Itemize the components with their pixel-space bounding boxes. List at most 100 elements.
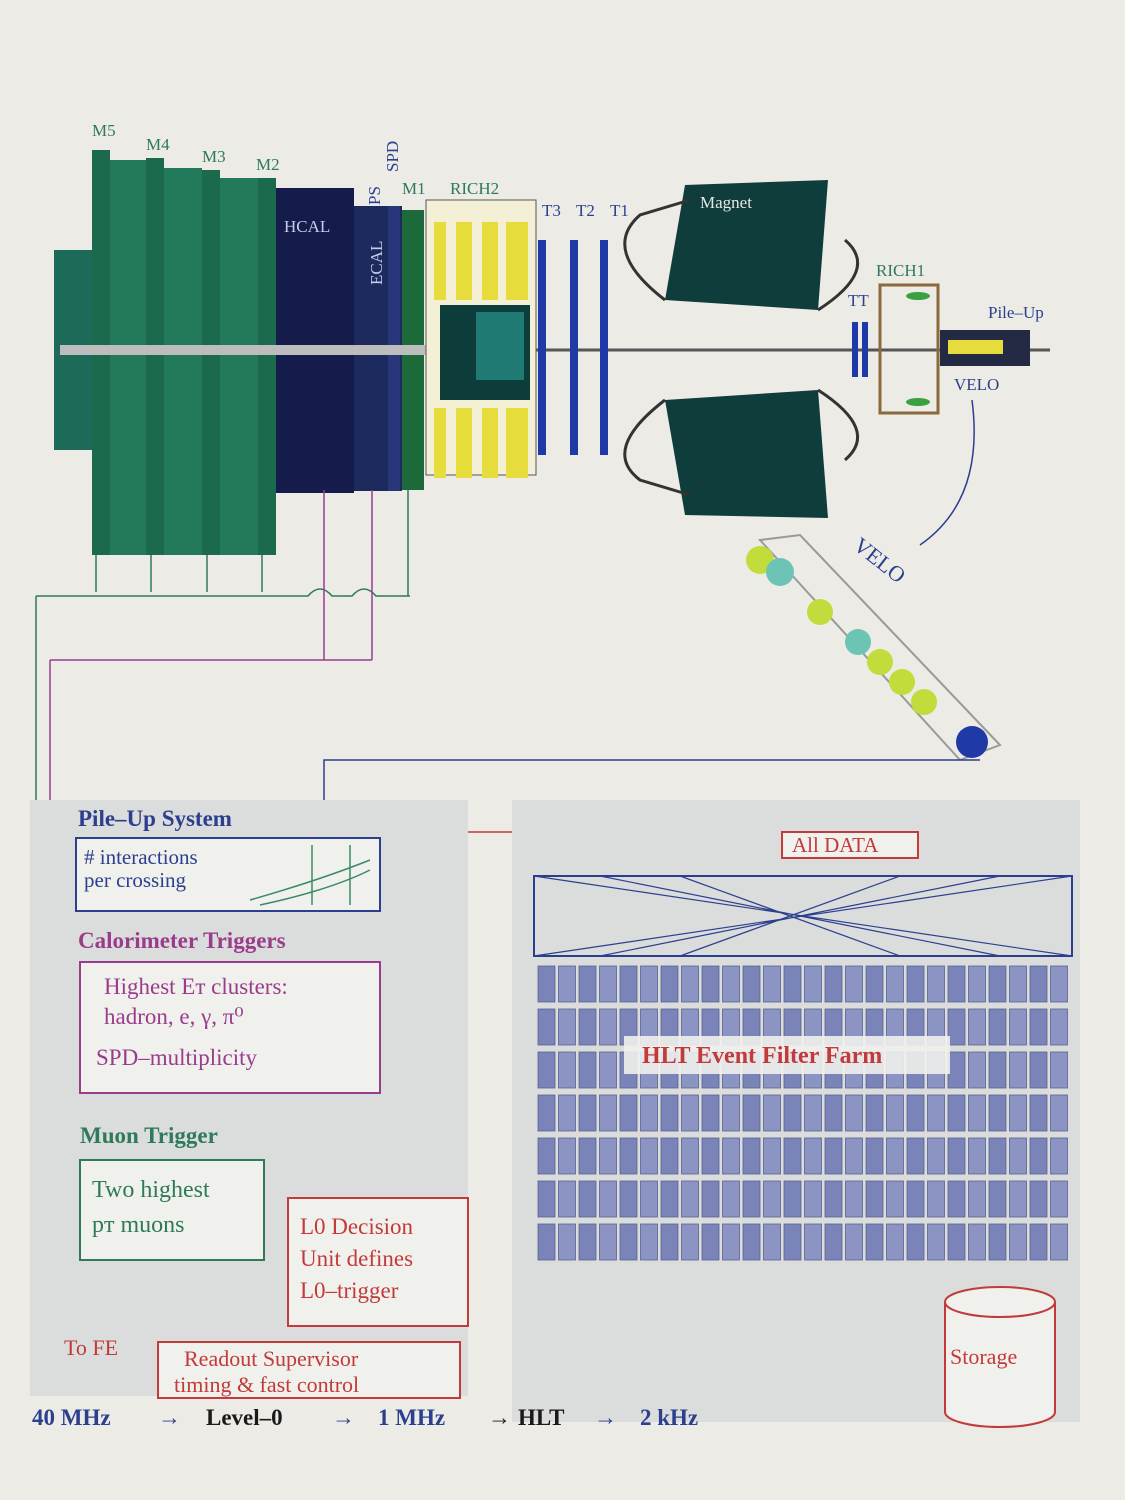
server-rack-unit bbox=[824, 1223, 843, 1261]
server-rack-unit bbox=[804, 1137, 822, 1175]
server-rack-unit bbox=[968, 1180, 986, 1218]
rich2-mirror bbox=[456, 408, 472, 478]
rich2-mirror bbox=[506, 408, 528, 478]
server-rack-unit bbox=[578, 1051, 597, 1089]
server-rack-unit bbox=[681, 1094, 699, 1132]
l0-line2: Unit defines bbox=[300, 1246, 413, 1271]
server-rack-unit bbox=[906, 1137, 925, 1175]
rich2-mirror bbox=[434, 222, 446, 300]
server-rack-unit bbox=[906, 965, 925, 1003]
rich2-mirror bbox=[506, 222, 528, 300]
server-rack-unit bbox=[537, 1223, 556, 1261]
label-m2: M2 bbox=[256, 155, 280, 174]
server-rack-unit bbox=[660, 1180, 679, 1218]
rich2-mirror bbox=[482, 408, 498, 478]
server-rack-unit bbox=[1050, 1180, 1068, 1218]
server-rack-unit bbox=[763, 1180, 781, 1218]
server-rack-unit bbox=[558, 1008, 576, 1046]
server-rack-unit bbox=[742, 1180, 761, 1218]
label-m5: M5 bbox=[92, 121, 116, 140]
server-rack-unit bbox=[865, 965, 884, 1003]
server-rack-unit bbox=[845, 965, 863, 1003]
server-rack-unit bbox=[1029, 1180, 1048, 1218]
server-rack-unit bbox=[1009, 1051, 1027, 1089]
server-rack-unit bbox=[763, 965, 781, 1003]
server-rack-unit bbox=[783, 1223, 802, 1261]
server-rack-unit bbox=[640, 1094, 658, 1132]
server-rack-unit bbox=[742, 965, 761, 1003]
server-rack-unit bbox=[537, 965, 556, 1003]
server-rack-unit bbox=[1029, 965, 1048, 1003]
server-rack-unit bbox=[865, 1137, 884, 1175]
server-rack-unit bbox=[906, 1094, 925, 1132]
server-rack-unit bbox=[660, 1094, 679, 1132]
muon-station-m4 bbox=[146, 158, 164, 555]
server-rack-unit bbox=[619, 1094, 638, 1132]
velo-sensors bbox=[948, 340, 1003, 354]
server-rack-unit bbox=[722, 1180, 740, 1218]
rate-arrow: → bbox=[332, 1405, 355, 1430]
server-rack-unit bbox=[804, 1223, 822, 1261]
label-spd: SPD bbox=[383, 141, 402, 172]
muon-trigger-title: Muon Trigger bbox=[80, 1123, 218, 1148]
server-rack-unit bbox=[1029, 1008, 1048, 1046]
server-rack-unit bbox=[722, 965, 740, 1003]
server-rack-unit bbox=[701, 1180, 720, 1218]
server-rack-unit bbox=[988, 1051, 1007, 1089]
server-rack-unit bbox=[1009, 1223, 1027, 1261]
server-rack-unit bbox=[1009, 1137, 1027, 1175]
label-magnet: Magnet bbox=[700, 193, 752, 212]
server-rack-unit bbox=[1050, 1094, 1068, 1132]
server-rack-unit bbox=[558, 1180, 576, 1218]
rate-arrow: → bbox=[594, 1405, 617, 1430]
label-ecal: ECAL bbox=[367, 241, 386, 285]
server-rack-unit bbox=[824, 965, 843, 1003]
tracker-t3 bbox=[538, 240, 546, 455]
server-rack-unit bbox=[886, 1094, 904, 1132]
muon-trigger-box bbox=[79, 1159, 265, 1261]
tracker-t2 bbox=[570, 240, 578, 455]
server-rack-unit bbox=[865, 1180, 884, 1218]
storage-cylinder bbox=[944, 1286, 1056, 1428]
server-rack-unit bbox=[968, 1051, 986, 1089]
pileup-system-title: Pile–Up System bbox=[78, 806, 232, 831]
pileup-line1: # interactions bbox=[84, 845, 198, 869]
velo-pointer-arrow bbox=[919, 399, 975, 546]
server-rack-unit bbox=[681, 1137, 699, 1175]
server-rack-unit bbox=[845, 1223, 863, 1261]
server-rack-unit bbox=[578, 1137, 597, 1175]
server-rack-unit bbox=[1050, 965, 1068, 1003]
server-rack-unit bbox=[660, 965, 679, 1003]
to-fe-label: To FE bbox=[64, 1335, 118, 1360]
server-rack-unit bbox=[619, 1180, 638, 1218]
server-rack-unit bbox=[804, 965, 822, 1003]
server-rack-unit bbox=[968, 965, 986, 1003]
calo-line3: SPD–multiplicity bbox=[96, 1045, 258, 1070]
server-rack-unit bbox=[947, 1223, 966, 1261]
rich1-mirror bbox=[906, 398, 930, 406]
server-rack-unit bbox=[681, 1223, 699, 1261]
muon-line2: pᴛ muons bbox=[92, 1212, 185, 1238]
detector-section bbox=[54, 150, 1050, 762]
server-rack-unit bbox=[701, 965, 720, 1003]
label-ps: PS bbox=[365, 186, 384, 205]
server-rack-unit bbox=[804, 1094, 822, 1132]
server-rack-unit bbox=[578, 1180, 597, 1218]
server-rack-unit bbox=[660, 1137, 679, 1175]
server-rack-unit bbox=[845, 1094, 863, 1132]
rich1-mirror bbox=[906, 292, 930, 300]
calorimeter-triggers-title: Calorimeter Triggers bbox=[78, 928, 286, 953]
server-rack-unit bbox=[886, 965, 904, 1003]
server-rack-unit bbox=[681, 965, 699, 1003]
label-velo: VELO bbox=[954, 375, 999, 394]
server-rack-unit bbox=[1050, 1137, 1068, 1175]
muon-station-m3 bbox=[202, 170, 220, 555]
readout-supervisor-box bbox=[157, 1341, 461, 1399]
label-t3: T3 bbox=[542, 201, 561, 220]
readout-line1: Readout Supervisor bbox=[184, 1346, 359, 1371]
rate-arrow: → bbox=[158, 1405, 181, 1430]
server-rack-unit bbox=[763, 1223, 781, 1261]
server-rack-unit bbox=[865, 1223, 884, 1261]
server-rack-unit bbox=[783, 1137, 802, 1175]
server-rack-unit bbox=[1009, 1008, 1027, 1046]
